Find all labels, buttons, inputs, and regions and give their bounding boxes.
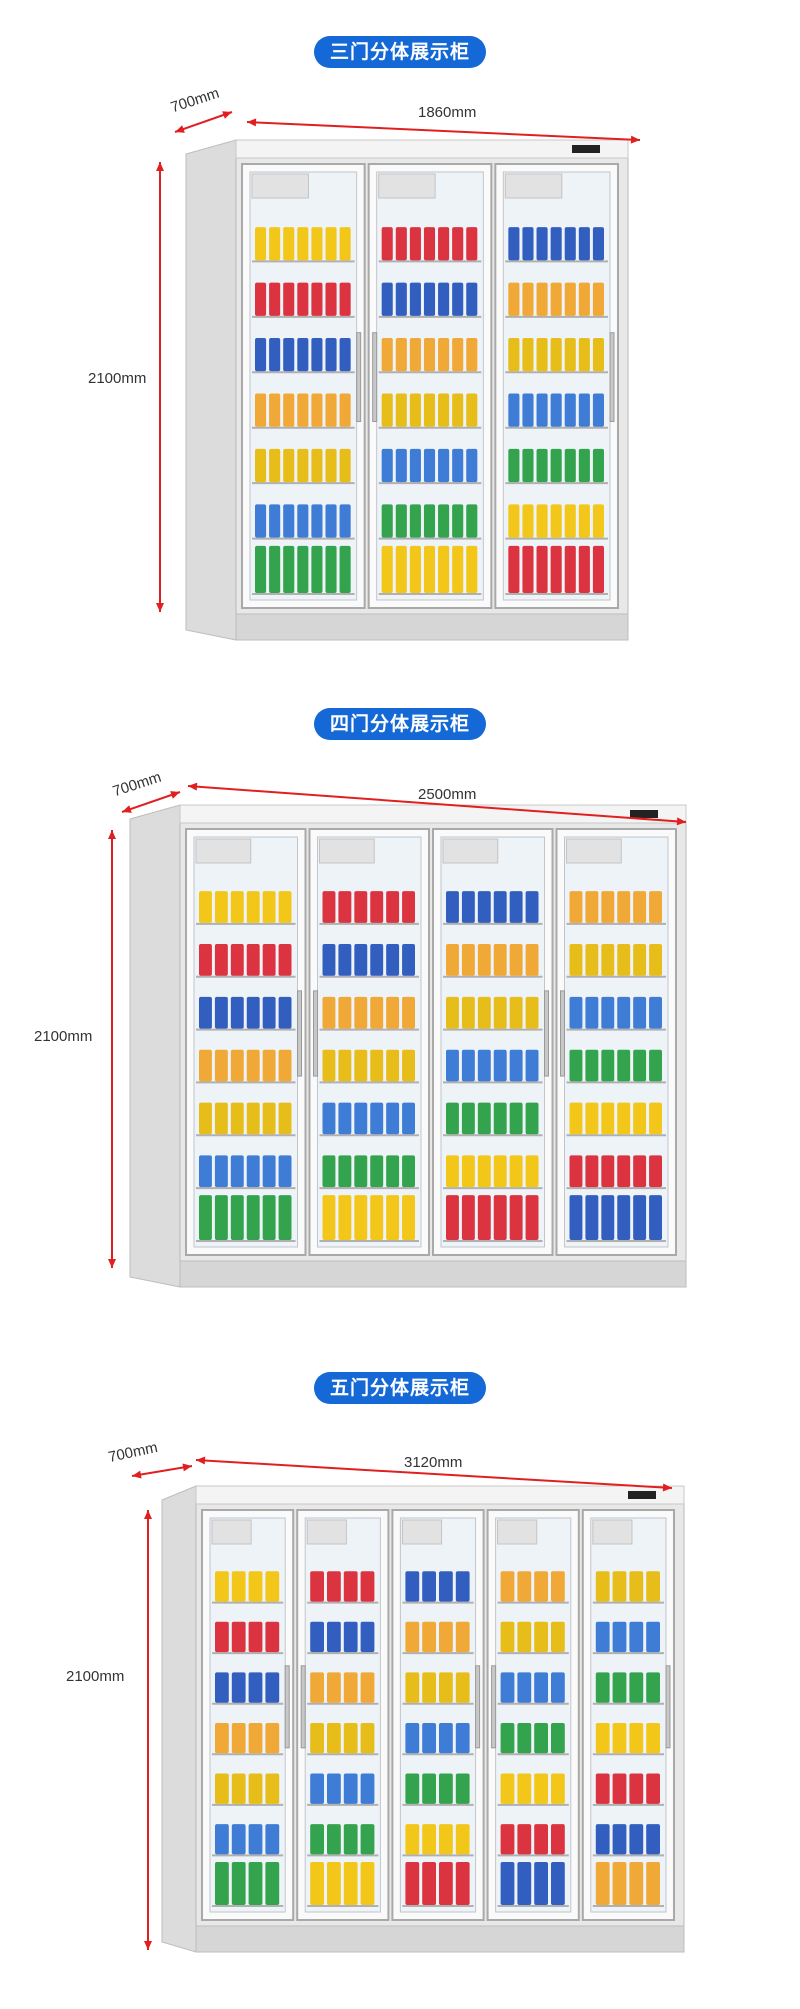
width-label: 1860mm [418, 104, 477, 121]
glass-door [201, 1509, 295, 1921]
section-title: 四门分体展示柜 [313, 708, 487, 740]
width-label: 3120mm [404, 1454, 463, 1471]
height-label: 2100mm [34, 1028, 93, 1045]
width-dimension-line [195, 1456, 673, 1492]
glass-door [241, 163, 366, 609]
width-label: 2500mm [418, 786, 477, 803]
controller-display [572, 145, 600, 153]
height-dimension-line [144, 1510, 152, 1950]
cabinet-header [235, 139, 629, 159]
depth-dimension-line [174, 111, 233, 133]
cabinet-header [179, 804, 687, 824]
height-dimension-line [108, 830, 116, 1268]
glass-door [185, 828, 307, 1256]
cabinet-side-panel [161, 1485, 197, 1953]
glass-door [296, 1509, 390, 1921]
four-door-cabinet [108, 782, 687, 1288]
controller-display [630, 810, 658, 818]
glass-door [581, 1509, 675, 1921]
glass-door [555, 828, 677, 1256]
height-dimension-line [156, 162, 164, 612]
glass-door [432, 828, 554, 1256]
depth-dimension-line [121, 791, 181, 813]
glass-door [391, 1509, 485, 1921]
cabinet-base [195, 1925, 685, 1953]
glass-door [308, 828, 430, 1256]
glass-door [486, 1509, 580, 1921]
height-label: 2100mm [66, 1668, 125, 1685]
cabinet-header [195, 1485, 685, 1505]
cabinet-base [235, 613, 629, 641]
depth-dimension-line [131, 1463, 193, 1479]
section-three-door: 三门分体展示柜 700mm 1860mm 2100mm [0, 0, 800, 680]
width-dimension-line [187, 782, 687, 826]
height-label: 2100mm [88, 370, 147, 387]
width-dimension-line [246, 118, 641, 144]
section-title: 五门分体展示柜 [313, 1372, 487, 1404]
section-title: 三门分体展示柜 [313, 36, 487, 68]
glass-door [367, 163, 493, 609]
section-four-door: 四门分体展示柜 700mm 2500mm 2100mm [34, 708, 687, 1288]
controller-display [628, 1491, 656, 1499]
three-door-cabinet [156, 111, 641, 641]
cabinet-base [179, 1260, 687, 1288]
glass-door [494, 163, 620, 609]
